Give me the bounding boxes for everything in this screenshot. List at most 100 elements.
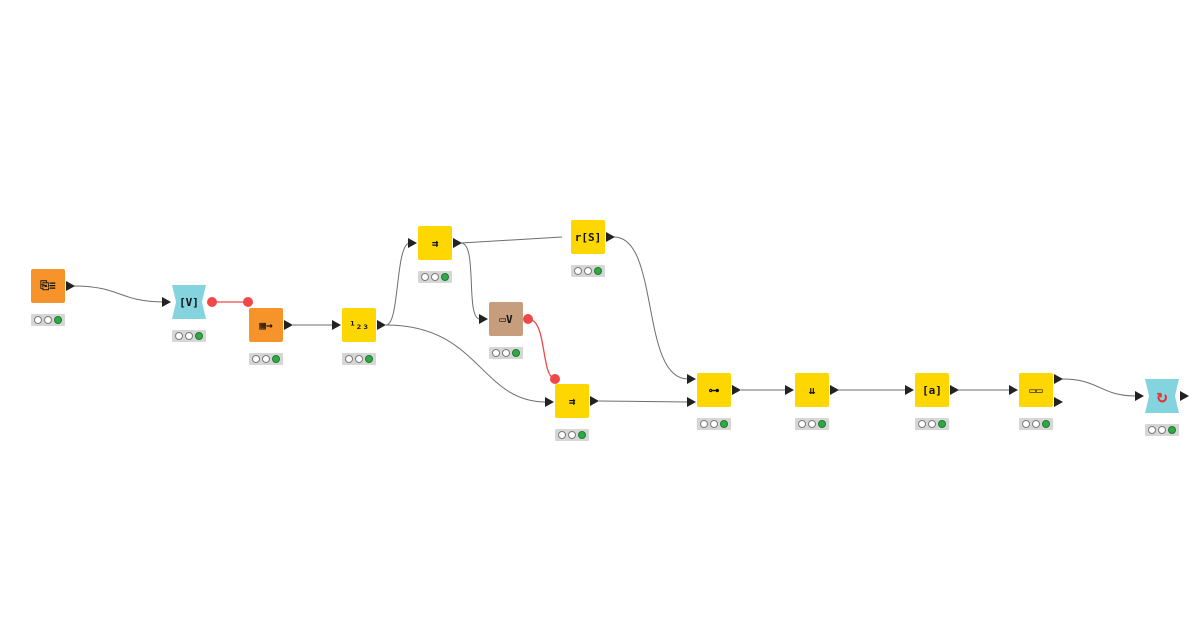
joiner-icon: ⊶ (708, 383, 720, 397)
node-n2[interactable]: [V] (172, 285, 206, 319)
flow-variable-input-port[interactable] (550, 374, 560, 384)
output-port[interactable] (1054, 397, 1063, 407)
output-port[interactable] (1054, 374, 1063, 384)
flow-variable-input-port[interactable] (243, 297, 253, 307)
node-status-indicator (489, 347, 523, 359)
input-port[interactable] (1135, 391, 1144, 401)
status-light-off (185, 332, 193, 340)
input-port[interactable] (687, 397, 696, 407)
status-light-green (720, 420, 728, 428)
loop-end-icon: ↻ (1156, 385, 1168, 407)
input-port[interactable] (162, 297, 171, 307)
node-status-indicator (915, 418, 949, 430)
status-light-off (345, 355, 353, 363)
connection[interactable] (598, 400, 689, 403)
connection[interactable] (385, 242, 411, 326)
node-n10[interactable]: ⇊ (795, 373, 829, 407)
node-status-indicator (418, 271, 452, 283)
node-status-indicator (1145, 424, 1179, 436)
node-status-indicator (172, 330, 206, 342)
node-n11[interactable]: [a] (915, 373, 949, 407)
status-light-off (1158, 426, 1166, 434)
status-light-off (502, 349, 510, 357)
input-port[interactable] (479, 314, 488, 324)
input-port[interactable] (785, 385, 794, 395)
status-light-off (252, 355, 260, 363)
connection[interactable] (460, 242, 481, 320)
output-port[interactable] (830, 385, 839, 395)
output-port[interactable] (377, 320, 386, 330)
connection[interactable] (460, 236, 563, 244)
status-light-off (44, 316, 52, 324)
status-light-green (441, 273, 449, 281)
variable-creator-icon: [V] (179, 295, 199, 309)
status-light-off (928, 420, 936, 428)
status-light-off (574, 267, 582, 275)
number-to-string-icon: ¹₂₃ (349, 318, 369, 332)
node-status-indicator (1019, 418, 1053, 430)
input-port[interactable] (905, 385, 914, 395)
flow-variable-output-port[interactable] (523, 314, 533, 324)
status-light-off (1032, 420, 1040, 428)
node-status-indicator (249, 353, 283, 365)
status-light-off (798, 420, 806, 428)
status-light-off (1148, 426, 1156, 434)
status-light-off (808, 420, 816, 428)
node-n8[interactable]: ⇉ (555, 384, 589, 418)
node-n4[interactable]: ¹₂₃ (342, 308, 376, 342)
connection[interactable] (1061, 378, 1137, 397)
input-port[interactable] (687, 374, 696, 384)
input-port[interactable] (332, 320, 341, 330)
node-n6[interactable]: r[S] (571, 220, 605, 254)
status-light-off (34, 316, 42, 324)
status-light-off (421, 273, 429, 281)
status-light-off (558, 431, 566, 439)
flow-variable-connection[interactable] (527, 318, 557, 380)
input-port[interactable] (408, 238, 417, 248)
status-light-green (272, 355, 280, 363)
node-n9[interactable]: ⊶ (697, 373, 731, 407)
output-port[interactable] (606, 232, 615, 242)
input-port[interactable] (545, 397, 554, 407)
node-n1[interactable]: ⎘≡ (31, 269, 65, 303)
table-to-variable-icon: ▭V (499, 312, 513, 326)
output-port[interactable] (284, 320, 293, 330)
node-n13[interactable]: ↻ (1145, 379, 1179, 413)
status-light-green (818, 420, 826, 428)
status-light-green (54, 316, 62, 324)
status-light-green (938, 420, 946, 428)
status-light-off (175, 332, 183, 340)
status-light-green (578, 431, 586, 439)
node-n3[interactable]: ▦→ (249, 308, 283, 342)
output-port[interactable] (1180, 391, 1189, 401)
status-light-green (512, 349, 520, 357)
flow-variable-output-port[interactable] (207, 297, 217, 307)
input-port[interactable] (1009, 385, 1018, 395)
row-splitter-icon: ▭▭ (1029, 383, 1043, 397)
splitter-icon: ⇉ (568, 394, 576, 408)
connection[interactable] (73, 285, 165, 303)
status-light-off (568, 431, 576, 439)
column-filter-icon: [a] (922, 383, 942, 397)
status-light-off (710, 420, 718, 428)
node-status-indicator (571, 265, 605, 277)
output-port[interactable] (732, 385, 741, 395)
status-light-green (195, 332, 203, 340)
output-port[interactable] (950, 385, 959, 395)
file-reader-icon: ⎘≡ (40, 279, 56, 292)
output-port[interactable] (66, 281, 75, 291)
node-status-indicator (795, 418, 829, 430)
status-light-off (355, 355, 363, 363)
status-light-green (1042, 420, 1050, 428)
connection[interactable] (613, 236, 689, 380)
node-n7[interactable]: ▭V (489, 302, 523, 336)
output-port[interactable] (590, 396, 599, 406)
node-n5[interactable]: ⇉ (418, 226, 452, 260)
status-light-off (492, 349, 500, 357)
output-port[interactable] (453, 238, 462, 248)
node-status-indicator (342, 353, 376, 365)
connection[interactable] (385, 324, 547, 403)
status-light-green (365, 355, 373, 363)
node-n12[interactable]: ▭▭ (1019, 373, 1053, 407)
